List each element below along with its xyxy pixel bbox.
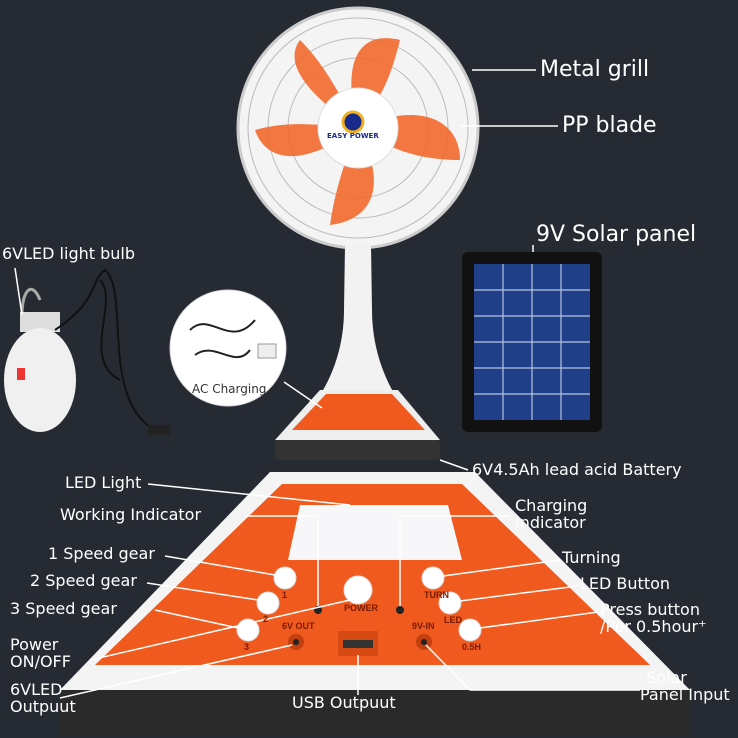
- button-label-half-hour: 0.5H: [462, 642, 482, 652]
- label-press-button: Press button/Per 0.5hour⁺: [600, 600, 707, 636]
- label-light-bulb: 6VLED light bulb: [2, 244, 135, 263]
- label-line: Solar: [646, 668, 687, 687]
- label-led-light: LED Light: [65, 473, 142, 492]
- label-working-indicator: Working Indicator: [60, 505, 202, 524]
- button-label-2: 2: [263, 614, 269, 624]
- label-line: ON/OFF: [10, 651, 71, 671]
- label-ac-charging: AC Charging: [192, 382, 267, 396]
- label-metal-grill: Metal grill: [540, 57, 650, 82]
- half-hour-button: [458, 618, 482, 642]
- label-speed3: 3 Speed gear: [10, 599, 117, 618]
- label-pp-blade: PP blade: [562, 113, 657, 138]
- label-line: Outpuut: [10, 696, 76, 716]
- led-button: [438, 591, 462, 615]
- port-label-9v-in: 9V-IN: [412, 621, 435, 631]
- led-bulb: [4, 268, 170, 435]
- label-usb: USB Outpuut: [292, 693, 396, 712]
- brand-logo-text: EASY POWER: [327, 132, 379, 140]
- button-label-1: 1: [282, 590, 288, 600]
- label-speed2: 2 Speed gear: [30, 571, 137, 590]
- label-line: 6VLED: [10, 680, 63, 699]
- label-led-button: LED Button: [580, 574, 671, 593]
- label-line: Panel Input: [640, 684, 730, 704]
- label-speed1: 1 Speed gear: [48, 544, 155, 563]
- speed1-button: [273, 566, 297, 590]
- control-base: [60, 472, 690, 735]
- button-label-3: 3: [244, 642, 250, 652]
- button-label-led: LED: [444, 615, 462, 625]
- button-label-power: POWER: [344, 603, 379, 613]
- button-label-turn: TURN: [424, 590, 449, 600]
- label-solar-panel: 9V Solar panel: [536, 222, 697, 247]
- label-line: Press button: [600, 600, 700, 619]
- label-line: /Per 0.5hour⁺: [600, 616, 707, 636]
- fan-head: [236, 6, 480, 250]
- label-line: Power: [10, 635, 59, 654]
- label-turning: Turning: [562, 548, 621, 567]
- power-button: [343, 575, 373, 605]
- solar-panel: [462, 252, 602, 432]
- turn-button: [421, 566, 445, 590]
- label-line: Charging: [515, 496, 588, 515]
- label-battery: 6V4.5Ah lead acid Battery: [472, 460, 682, 479]
- port-label-6v-out: 6V OUT: [282, 621, 315, 631]
- label-line: Indicator: [515, 512, 586, 532]
- speed2-button: [256, 591, 280, 615]
